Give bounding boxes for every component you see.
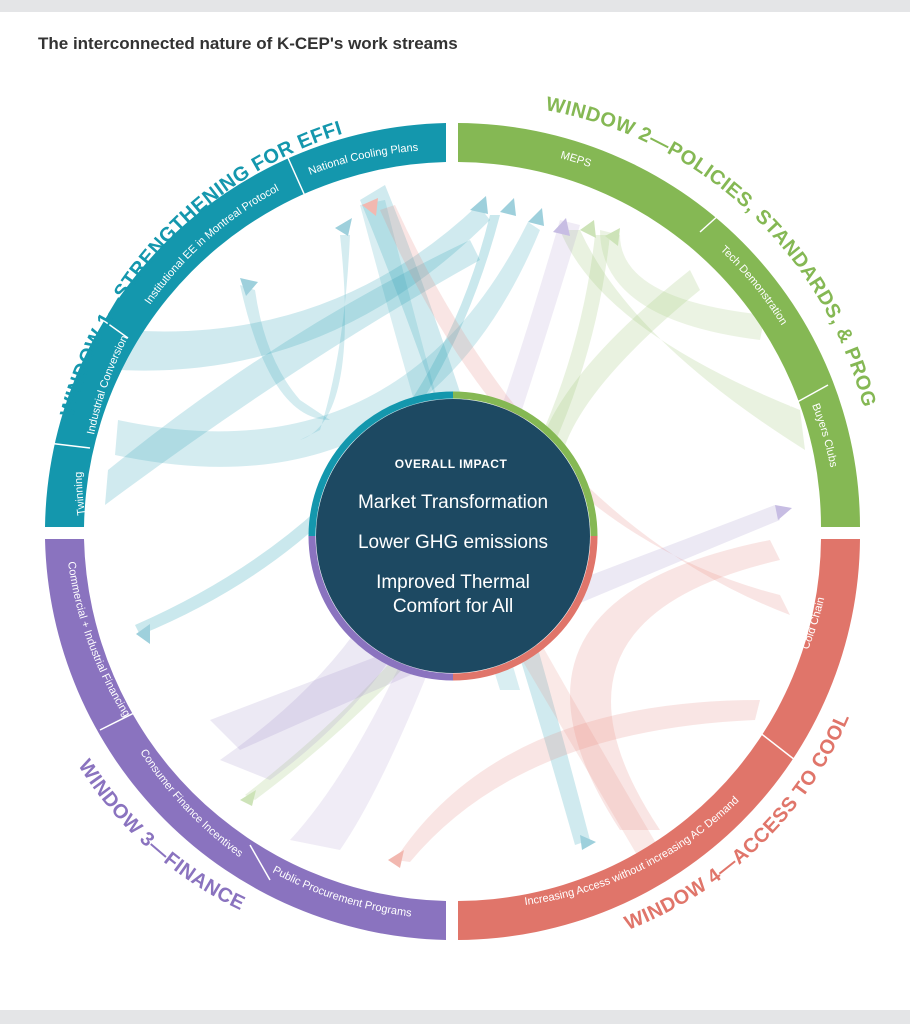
arrowhead bbox=[553, 218, 570, 236]
impact-heading: OVERALL IMPACT bbox=[395, 457, 508, 471]
arrowhead bbox=[528, 208, 544, 226]
bottom-border-bar bbox=[0, 1010, 910, 1024]
arrowhead bbox=[580, 835, 596, 850]
window-1-arc bbox=[45, 123, 446, 527]
segment-dividers bbox=[47, 157, 829, 881]
arrowhead bbox=[605, 228, 620, 246]
window-2-arc bbox=[458, 123, 860, 527]
flow-ribbon bbox=[240, 285, 330, 420]
arrowhead bbox=[388, 850, 404, 868]
arrowhead bbox=[240, 278, 258, 296]
arrowhead bbox=[470, 196, 488, 214]
arrowhead bbox=[335, 218, 352, 236]
arrowhead bbox=[362, 198, 378, 216]
window-3-arc bbox=[45, 539, 446, 940]
flow-ribbon bbox=[115, 222, 540, 467]
arrowhead bbox=[136, 624, 150, 644]
impact-thermal-comfort-1: Improved Thermal bbox=[376, 572, 530, 593]
outer-ring bbox=[45, 123, 860, 940]
figure-title: The interconnected nature of K-CEP's wor… bbox=[38, 34, 458, 53]
flow-arrowheads bbox=[136, 196, 792, 868]
impact-market-transformation: Market Transformation bbox=[358, 492, 548, 513]
flow-ribbon bbox=[570, 540, 780, 830]
flow-ribbon bbox=[560, 230, 805, 450]
impact-thermal-comfort-2: Comfort for All bbox=[393, 596, 513, 617]
flow-ribbon bbox=[300, 235, 350, 440]
window-4-arc bbox=[458, 539, 860, 940]
flow-ribbon bbox=[105, 240, 480, 505]
arrowhead bbox=[580, 220, 596, 238]
overall-impact-circle: OVERALL IMPACT Market Transformation Low… bbox=[308, 391, 598, 681]
flow-ribbon bbox=[395, 700, 760, 862]
impact-lower-ghg: Lower GHG emissions bbox=[358, 532, 548, 553]
arrowhead bbox=[240, 790, 256, 806]
flow-ribbon bbox=[600, 230, 765, 340]
segment-label-twinning: Twinning bbox=[73, 472, 88, 517]
top-border-bar bbox=[0, 0, 910, 12]
flow-ribbon bbox=[120, 205, 490, 371]
flow-ribbon bbox=[290, 220, 580, 850]
arrowhead bbox=[775, 505, 792, 520]
arrowhead bbox=[500, 198, 516, 216]
